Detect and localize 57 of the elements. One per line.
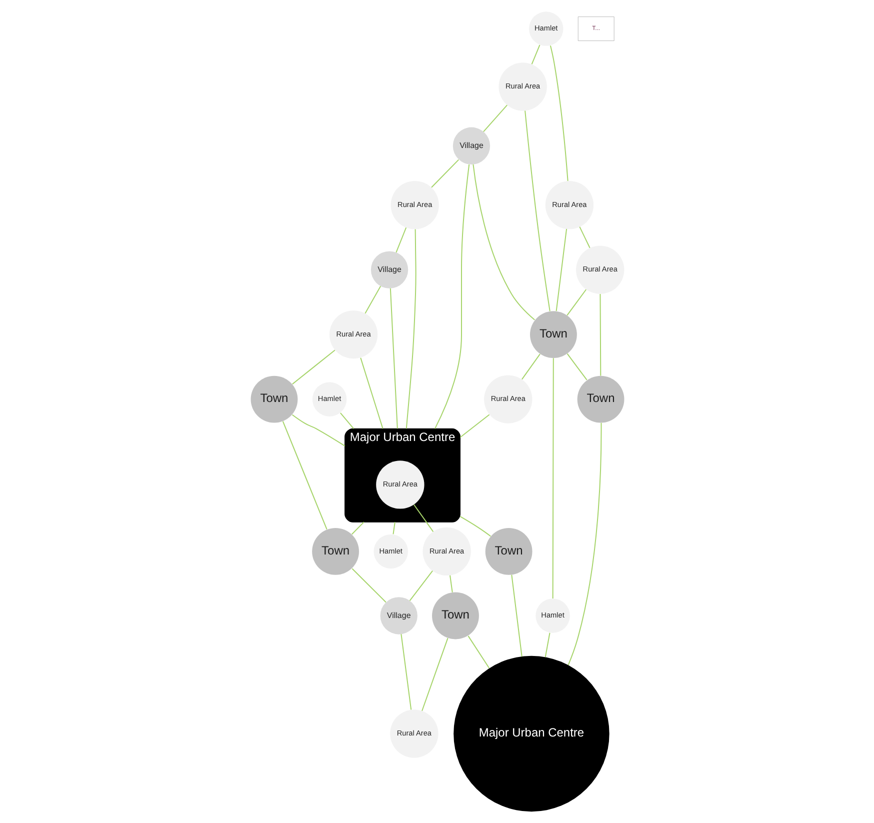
node-circle: Town — [312, 528, 358, 575]
connector — [472, 164, 535, 320]
node-circle: Hamlet — [535, 598, 570, 633]
connector — [434, 164, 470, 430]
connector — [567, 422, 602, 666]
connector — [282, 420, 327, 530]
connector — [360, 357, 383, 430]
connector — [364, 286, 381, 314]
node-circle: Rural Area — [376, 460, 424, 509]
connector — [555, 228, 567, 312]
connector — [400, 634, 412, 710]
connector — [524, 110, 550, 312]
connector — [544, 632, 550, 658]
node-circle: Hamlet — [373, 534, 408, 569]
connector — [291, 414, 345, 446]
connector — [351, 568, 386, 603]
connector — [408, 570, 433, 602]
connector — [552, 358, 554, 599]
connector — [430, 159, 459, 188]
node-circle: Rural Area — [544, 180, 594, 230]
connector — [459, 516, 491, 537]
connector — [339, 412, 354, 430]
connector — [389, 288, 398, 430]
connector — [520, 354, 540, 380]
connector — [482, 104, 508, 132]
node-circle: Hamlet — [312, 382, 346, 416]
connector — [405, 228, 416, 430]
connector — [449, 574, 452, 593]
connector — [395, 227, 406, 253]
connector — [412, 504, 434, 532]
node-circle: Town — [530, 311, 576, 358]
connector — [467, 635, 490, 669]
node-circle: Rural Area — [576, 246, 624, 294]
connector — [566, 289, 586, 316]
connector — [421, 638, 448, 712]
node-circle: Rural Area — [484, 375, 532, 424]
connector — [549, 45, 568, 182]
node-circle: Town — [484, 528, 532, 575]
node-circle: Hamlet — [528, 12, 563, 46]
connector — [530, 44, 540, 65]
connector — [578, 226, 590, 248]
connector — [599, 293, 601, 376]
connector — [350, 522, 364, 535]
connector — [566, 353, 587, 380]
node-circle: Town — [576, 376, 624, 423]
connector — [392, 522, 395, 535]
node-circle: Town — [432, 592, 478, 640]
node-circle: Rural Area — [390, 710, 438, 758]
connector — [510, 574, 522, 658]
node-circle: Rural Area — [422, 527, 470, 576]
connector — [459, 414, 490, 438]
node-circle: Town — [250, 376, 298, 423]
connector — [291, 350, 335, 385]
node-circle: Rural Area — [390, 180, 438, 230]
node-circle: Major Urban Centre — [453, 656, 609, 812]
node-circle: Rural Area — [498, 62, 546, 111]
node-circle: Rural Area — [328, 310, 378, 359]
